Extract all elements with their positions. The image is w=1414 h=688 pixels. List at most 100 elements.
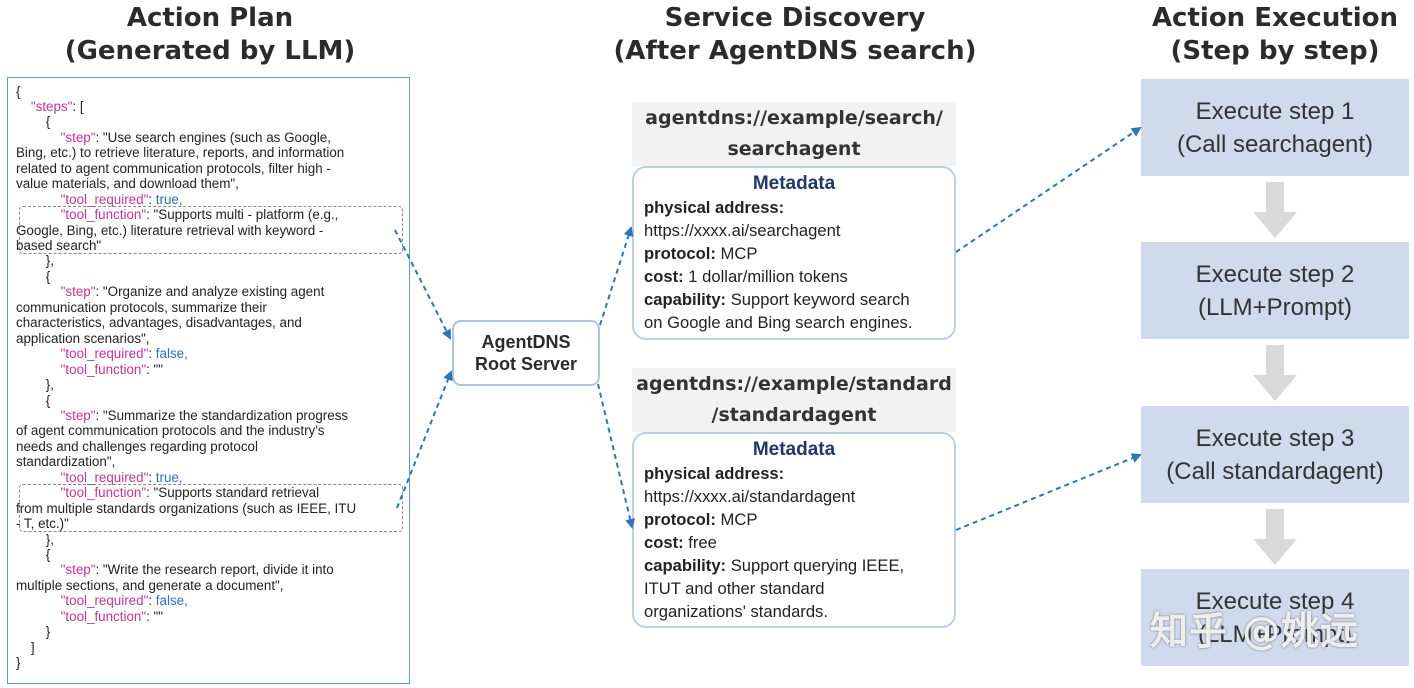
service-url-search-line1: agentdns://example/search/ <box>645 107 943 129</box>
json-key: "tool_function" <box>60 207 147 223</box>
code-line: { <box>16 268 51 285</box>
step-4-detail: (LLM+Prompt) <box>1197 620 1353 648</box>
json-value: false, <box>155 346 188 362</box>
code-text <box>16 562 61 577</box>
action-execution-title-line1: Action Execution <box>1151 3 1399 33</box>
code-text: Google, Bing, etc.) literature retrieval… <box>16 222 324 238</box>
code-text: } <box>16 624 51 640</box>
step-1-detail: (Call searchagent) <box>1176 130 1374 158</box>
execute-step-1: Execute step 1 (Call searchagent) <box>1141 79 1409 176</box>
service-url-search-line2: searchagent <box>727 138 861 160</box>
action-plan-title: Action Plan (Generated by LLM) <box>20 2 400 68</box>
code-text <box>16 362 61 377</box>
code-line: "tool_function": "" <box>16 609 163 625</box>
service-url-standard-line2: /standardagent <box>711 404 877 426</box>
code-text: multiple sections, and generate a docume… <box>16 577 284 593</box>
code-line: multiple sections, and generate a docume… <box>16 578 284 594</box>
code-line: "step": "Use search engines (such as Goo… <box>16 130 331 146</box>
code-text: : "Organize and analyze existing agent <box>95 284 325 300</box>
metadata-card-standard: Metadata physical address: https://xxxx.… <box>632 432 956 628</box>
code-text <box>16 470 61 485</box>
watermark: 知乎 @姚远 <box>1150 609 1360 653</box>
code-line: "tool_required": true, <box>16 192 183 208</box>
json-key: "steps" <box>30 98 73 114</box>
arrow-search-to-step1 <box>955 126 1142 253</box>
code-text: : "Summarize the standardization progres… <box>95 407 349 423</box>
code-text: ] <box>16 639 35 655</box>
code-text: : "Write the research report, divide it … <box>95 562 334 578</box>
code-text: : <box>148 191 156 207</box>
execute-step-2: Execute step 2 (LLM+Prompt) <box>1141 242 1409 339</box>
service-url-search: agentdns://example/search/ searchagent <box>632 102 956 166</box>
code-text: { <box>16 547 51 562</box>
code-text: { <box>16 83 21 99</box>
code-text: : "" <box>146 608 164 624</box>
code-text: characteristics, advantages, disadvantag… <box>16 315 302 331</box>
code-line: { <box>16 84 20 100</box>
code-text: : [ <box>72 98 84 114</box>
code-line: } <box>16 655 20 671</box>
code-text: standardization", <box>16 454 116 470</box>
code-line: { <box>16 547 51 563</box>
code-line: "step": "Write the research report, divi… <box>16 562 334 578</box>
code-text: value materials, and download them", <box>16 176 239 192</box>
root-server-line2: Root Server <box>474 354 578 374</box>
code-text: of agent communication protocols and the… <box>16 423 325 439</box>
service-url-standard: agentdns://example/standard /standardage… <box>632 368 956 432</box>
code-line: "tool_required": false, <box>16 346 188 362</box>
service-discovery-title: Service Discovery (After AgentDNS search… <box>600 2 990 68</box>
action-plan-title-line2: (Generated by LLM) <box>64 36 356 66</box>
code-text: related to agent communication protocols… <box>16 160 331 176</box>
root-server-line1: AgentDNS <box>481 332 571 352</box>
meta-capability-cont: organizations' standards. <box>644 602 828 621</box>
code-line: standardization", <box>16 454 115 470</box>
json-value: true, <box>155 469 183 485</box>
action-execution-title: Action Execution (Step by step) <box>1135 2 1414 68</box>
code-text: Bing, etc.) to retrieve literature, repo… <box>16 145 345 161</box>
code-line: "tool_function": "" <box>16 362 163 378</box>
code-text <box>16 593 61 608</box>
code-text: from multiple standards organizations (s… <box>16 500 357 516</box>
meta-address-label: physical address: <box>644 198 785 217</box>
code-text: : <box>148 469 156 485</box>
code-line: needs and challenges regarding protocol <box>16 439 258 455</box>
action-plan-code-box: { "steps": [ { "step": "Use search engin… <box>7 77 410 684</box>
step-1-title: Execute step 1 <box>1195 97 1355 125</box>
step-4-title: Execute step 4 <box>1195 587 1355 615</box>
step-2-detail: (LLM+Prompt) <box>1197 293 1353 321</box>
code-line: from multiple standards organizations (s… <box>16 501 356 517</box>
arrow-standard-to-step3 <box>955 453 1142 531</box>
down-arrow-icon <box>1253 509 1297 565</box>
code-text <box>16 207 61 222</box>
code-text <box>16 408 61 423</box>
json-key: "tool_required" <box>60 469 149 485</box>
code-line: }, <box>16 253 54 269</box>
action-plan-title-line1: Action Plan <box>126 3 294 33</box>
execute-step-4: Execute step 4 (LLM+Prompt) <box>1141 569 1409 666</box>
meta-cost: cost: free <box>644 533 717 552</box>
action-execution-title-line2: (Step by step) <box>1170 36 1380 66</box>
json-key: "step" <box>60 407 96 423</box>
code-text: communication protocols, summarize their <box>16 299 267 315</box>
json-key: "tool_required" <box>60 346 149 362</box>
json-key: "tool_function" <box>60 361 147 377</box>
meta-address-value: https://xxxx.ai/searchagent <box>644 221 841 240</box>
code-line: }, <box>16 377 54 393</box>
code-text <box>16 485 61 500</box>
meta-protocol: protocol: MCP <box>644 244 758 263</box>
service-discovery-title-line1: Service Discovery <box>664 3 926 33</box>
code-text: { <box>16 268 51 284</box>
code-text: - T, etc.)" <box>16 516 69 532</box>
code-text: { <box>16 114 51 130</box>
code-line: } <box>16 624 51 640</box>
json-key: "tool_function" <box>60 608 147 624</box>
metadata-title: Metadata <box>752 439 836 460</box>
code-line: Google, Bing, etc.) literature retrieval… <box>16 223 323 239</box>
code-line: Bing, etc.) to retrieve literature, repo… <box>16 145 344 161</box>
code-text <box>16 609 61 624</box>
code-text <box>16 346 61 361</box>
code-line: "tool_function": "Supports multi - platf… <box>16 207 339 223</box>
code-line: "tool_function": "Supports standard retr… <box>16 485 319 501</box>
meta-capability: capability: Support querying IEEE, <box>644 556 905 575</box>
service-discovery-title-line2: (After AgentDNS search) <box>613 36 977 66</box>
